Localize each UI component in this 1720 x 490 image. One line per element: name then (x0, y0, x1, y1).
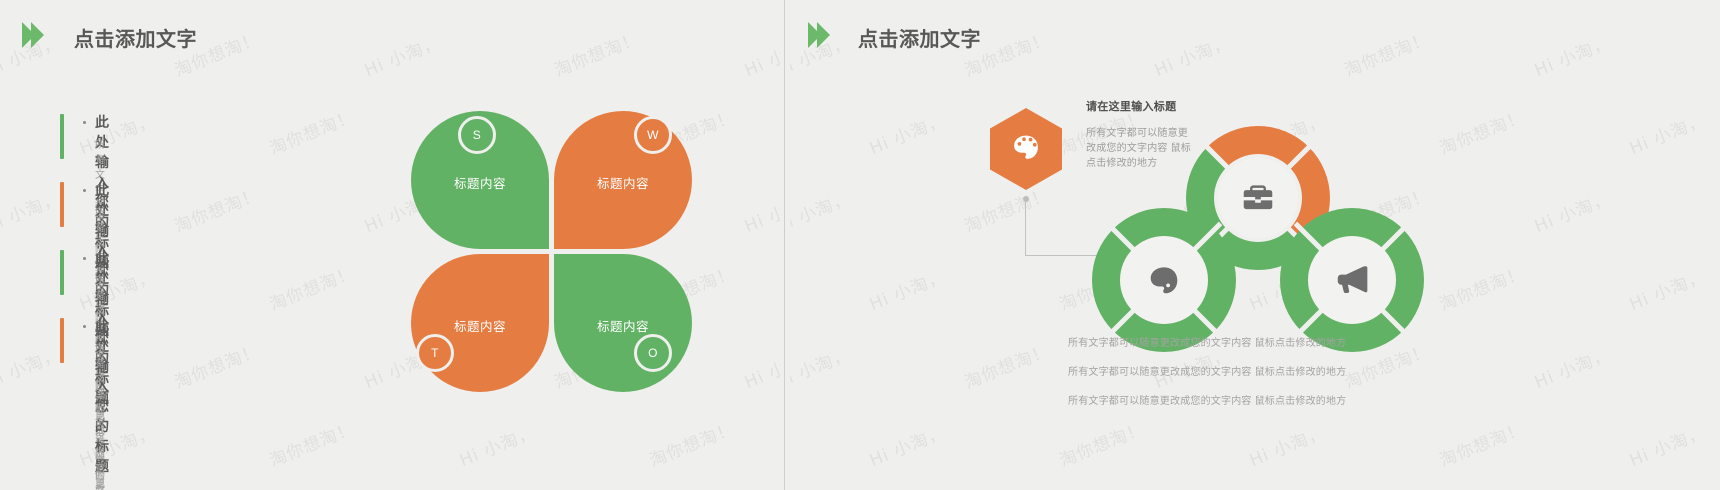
donut-ring-right[interactable] (1272, 200, 1432, 360)
list-item-title: 此处输入您的标题 (95, 250, 110, 406)
palette-icon (1145, 261, 1183, 299)
bottom-text-line: 所有文字都可以随意更改成您的文字内容 鼠标点击修改的地方 (1068, 396, 1347, 407)
watermark-text: 淘你想淘！ (266, 262, 358, 316)
watermark-text: Hi 小淘， (0, 188, 64, 238)
bullet-dot-icon (83, 325, 86, 328)
watermark-text: Hi 小淘， (866, 422, 949, 472)
double-chevron-icon (808, 22, 831, 48)
watermark-text: Hi 小淘， (866, 266, 949, 316)
slide-right[interactable]: Hi 小淘，淘你想淘！Hi 小淘，淘你想淘！Hi 小淘，淘你想淘！淘你想淘！Hi… (790, 0, 1720, 490)
watermark-text: Hi 小淘， (1531, 188, 1614, 238)
callout-title: 请在这里输入标题 (1086, 101, 1177, 113)
watermark-text: 淘你想淘！ (646, 418, 738, 472)
slide-left[interactable]: Hi 小淘，淘你想淘！Hi 小淘，淘你想淘！Hi 小淘，淘你想淘！淘你想淘！Hi… (0, 0, 780, 490)
watermark-text: Hi 小淘， (1626, 266, 1709, 316)
watermark-text: Hi 小淘， (790, 344, 854, 394)
watermark-text: 淘你想淘！ (1436, 418, 1528, 472)
connector-dot (1023, 196, 1029, 202)
bullet-accent-bar (60, 318, 64, 363)
watermark-text: Hi 小淘， (76, 422, 159, 472)
bullet-accent-bar (60, 114, 64, 159)
watermark-text: 淘你想淘！ (171, 184, 263, 238)
hexagon-shape (990, 108, 1062, 190)
bullet-accent-bar (60, 182, 64, 227)
watermark-text: Hi 小淘， (1626, 422, 1709, 472)
donut-ring-group (1060, 118, 1460, 352)
page-title: 点击添加文字 (74, 29, 197, 51)
swot-petal-label: 标题内容 (453, 177, 506, 191)
watermark-text: Hi 小淘， (76, 266, 159, 316)
palette-icon (1009, 130, 1043, 169)
list-item-title: 此处输入您的标题 (95, 114, 110, 270)
bullet-accent-bar (60, 250, 64, 295)
donut-ring-hub (1218, 158, 1298, 238)
watermark-text: Hi 小淘， (790, 188, 854, 238)
bottom-text-block: 所有文字都可以随意更改成您的文字内容 鼠标点击修改的地方 所有文字都可以随意更改… (1068, 334, 1346, 421)
watermark-text: Hi 小淘， (76, 110, 159, 160)
donut-ring-hub (1312, 240, 1392, 320)
watermark-text: Hi 小淘， (0, 344, 64, 394)
slide-left-header: 点击添加文字 (0, 0, 780, 72)
bullet-dot-icon (83, 121, 86, 124)
watermark-text: Hi 小淘， (1626, 110, 1709, 160)
swot-petal-label: 标题内容 (596, 177, 649, 191)
swot-petal-opportunities[interactable]: 标题内容 (554, 254, 692, 392)
slide-right-header: 点击添加文字 (790, 0, 1720, 72)
page-title: 点击添加文字 (858, 29, 981, 51)
callout-body: 所有文字都可以随意更改成您的文字内容 鼠标点击修改的地方 (1086, 128, 1191, 169)
list-item-title: 此处输入您的标题 (95, 318, 110, 474)
watermark-text: Hi 小淘， (741, 188, 780, 238)
watermark-text: Hi 小淘， (1531, 344, 1614, 394)
slide-divider (784, 0, 785, 490)
list-item-title: 此处输入您的标题 (95, 182, 110, 338)
watermark-text: Hi 小淘， (456, 422, 539, 472)
bottom-text-line: 所有文字都可以随意更改成您的文字内容 鼠标点击修改的地方 (1068, 338, 1347, 349)
watermark-text: 淘你想淘！ (266, 418, 358, 472)
hexagon-callout[interactable] (990, 108, 1062, 202)
bullet-dot-icon (83, 257, 86, 260)
swot-petal-label: 标题内容 (596, 320, 649, 334)
list-item-subtitle: 所有文字都可以随意更改成您的文字内容 鼠标点击修改的地方 (95, 276, 106, 490)
swot-badge-t[interactable]: T (416, 334, 454, 372)
watermark-text: Hi 小淘， (741, 344, 780, 394)
watermark-text: Hi 小淘， (1246, 422, 1329, 472)
swot-badge-w[interactable]: W (634, 116, 672, 154)
watermark-text: 淘你想淘！ (961, 340, 1053, 394)
watermark-text: 淘你想淘！ (266, 106, 358, 160)
swot-petal-weaknesses[interactable]: 标题内容 (554, 111, 692, 249)
list-item-subtitle: 所有文字都可以随意更改成您的文字内容 鼠标点击修改的地方 (95, 344, 106, 490)
swot-clover-diagram: 标题内容 标题内容 标题内容 标题内容 S W T O (404, 104, 704, 404)
double-chevron-icon (22, 22, 45, 48)
swot-badge-s[interactable]: S (458, 116, 496, 154)
list-item-subtitle: 所有文字都可以随意更改成您的文字内容 鼠标点击修改的地方 (95, 208, 106, 489)
watermark-text: 淘你想淘！ (1056, 418, 1148, 472)
bottom-text-line: 所有文字都可以随意更改成您的文字内容 鼠标点击修改的地方 (1068, 367, 1347, 378)
briefcase-icon (1239, 179, 1277, 217)
swot-petal-label: 标题内容 (453, 320, 506, 334)
swot-badge-o[interactable]: O (634, 334, 672, 372)
watermark-text: 淘你想淘！ (171, 340, 263, 394)
donut-ring-hub (1124, 240, 1204, 320)
megaphone-icon (1333, 261, 1371, 299)
list-item-subtitle: 所有文字都可以随意更改成您的文字内容 鼠标点击修改的地方 (95, 140, 106, 490)
watermark-text: Hi 小淘， (866, 110, 949, 160)
bullet-dot-icon (83, 189, 86, 192)
donut-ring-top[interactable] (1178, 118, 1338, 278)
connector-line-vertical (1025, 198, 1026, 256)
connector-line-horizontal (1025, 255, 1100, 256)
callout-text-block: 请在这里输入标题 所有文字都可以随意更改成您的文字内容 鼠标点击修改的地方 (1086, 98, 1191, 171)
donut-ring-left[interactable] (1084, 200, 1244, 360)
